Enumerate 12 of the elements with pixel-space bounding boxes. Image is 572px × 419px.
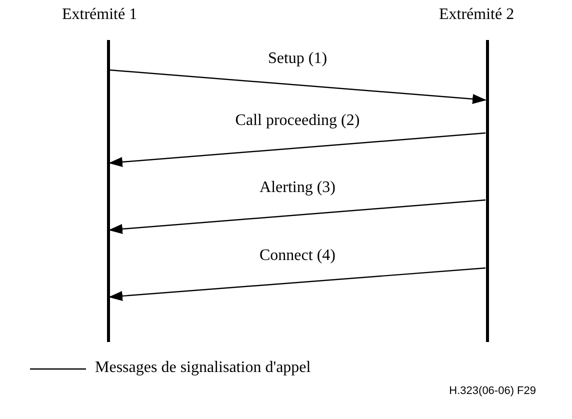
legend-text: Messages de signalisation d'appel	[95, 359, 311, 377]
message-arrow	[108, 199, 486, 234]
message-arrow	[108, 132, 486, 167]
edge-label: Alerting (3)	[260, 179, 336, 197]
edge-label: Call proceeding (2)	[235, 112, 360, 130]
participant-label: Extrémité 2	[439, 6, 514, 24]
participant-label: Extrémité 1	[62, 6, 138, 24]
figure-reference: H.323(06-06) F29	[449, 385, 536, 397]
edge-label: Setup (1)	[268, 50, 328, 68]
edge-label: Connect (4)	[260, 247, 336, 265]
message-arrow	[108, 267, 486, 301]
message-arrow	[109, 69, 486, 104]
